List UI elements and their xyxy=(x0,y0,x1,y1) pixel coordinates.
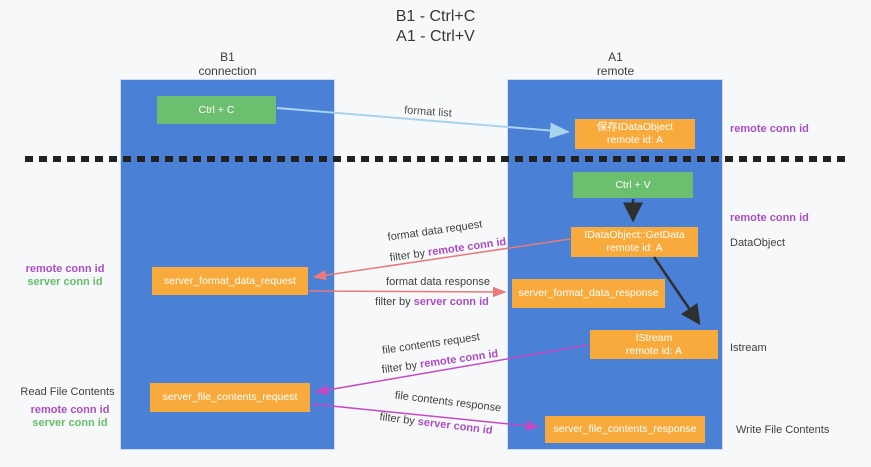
node-server-file-contents-request-label: server_file_contents_request xyxy=(162,391,298,403)
left-conn-id-block: remote conn id server conn id xyxy=(15,263,115,289)
right-mid-remote-conn-id-label: remote conn id xyxy=(730,212,809,224)
node-server-format-data-response-label: server_format_data_response xyxy=(518,287,659,299)
dataobject-label: DataObject xyxy=(730,237,786,249)
node-server-file-contents-response: server_file_contents_response xyxy=(545,416,705,443)
write-file-contents-label: Write File Contents xyxy=(736,424,830,436)
left-bottom-remote-conn-id-label: remote conn id xyxy=(30,404,110,416)
format-list-label: format list xyxy=(403,104,453,120)
node-server-file-contents-response-label: server_file_contents_response xyxy=(553,423,697,435)
node-istream: IStream remote id: A xyxy=(590,330,718,359)
node-istream-line2: remote id: A xyxy=(625,344,683,357)
istream-label: Istream xyxy=(730,342,767,354)
left-bottom-conn-id-block: remote conn id server conn id xyxy=(20,404,120,430)
node-istream-line1: IStream xyxy=(635,331,673,344)
filter-by-text: filter by xyxy=(381,358,421,377)
remote-conn-id-text: remote conn id xyxy=(427,235,507,259)
filter-by-text: filter by xyxy=(378,411,419,428)
node-save-dataobject-line2: remote id: A xyxy=(606,134,664,146)
node-getdata-line2: remote id: A xyxy=(606,242,663,254)
arrow-format-data-response xyxy=(308,286,507,298)
left-column-role: connection xyxy=(198,64,257,78)
phase-divider-dashed-line xyxy=(25,156,845,162)
node-server-format-data-response: server_format_data_response xyxy=(512,279,665,308)
node-save-dataobject: 保存IDataObject remote id: A xyxy=(575,119,695,149)
node-server-file-contents-request: server_file_contents_request xyxy=(150,383,310,412)
node-ctrl-c-label: Ctrl + C xyxy=(198,103,235,116)
filter-by-server-conn-id-label-1: filter by server conn id xyxy=(375,296,489,308)
filter-by-text: filter by xyxy=(389,246,429,265)
node-ctrl-v-label: Ctrl + V xyxy=(615,178,651,191)
title-line-2: A1 - Ctrl+V xyxy=(396,28,475,45)
server-conn-id-text: server conn id xyxy=(417,415,494,437)
node-getdata-line1: IDataObject::GetData xyxy=(584,229,685,241)
node-getdata: IDataObject::GetData remote id: A xyxy=(571,227,698,257)
remote-conn-id-text: remote conn id xyxy=(419,347,499,371)
left-column-name: B1 xyxy=(220,50,235,64)
node-server-format-data-request-label: server_format_data_request xyxy=(164,274,296,287)
right-column-name: A1 xyxy=(608,50,623,64)
node-save-dataobject-line1: 保存IDataObject xyxy=(596,121,674,133)
right-column-role: remote xyxy=(596,64,635,78)
left-bottom-server-conn-id-label: server conn id xyxy=(32,417,108,429)
left-server-conn-id-label: server conn id xyxy=(27,276,103,288)
right-column-header: A1 remote xyxy=(558,50,673,78)
format-data-response-label: format data response xyxy=(386,276,490,288)
read-file-contents-label: Read File Contents xyxy=(20,386,115,398)
left-remote-conn-id-label: remote conn id xyxy=(25,263,105,275)
left-column-header: B1 connection xyxy=(170,50,285,78)
server-conn-id-text: server conn id xyxy=(413,296,489,308)
title-line-1: B1 - Ctrl+C xyxy=(395,8,476,25)
right-top-remote-conn-id-label: remote conn id xyxy=(730,123,809,135)
filter-by-text: filter by xyxy=(375,296,414,308)
diagram-title: B1 - Ctrl+C A1 - Ctrl+V xyxy=(0,7,871,47)
format-data-request-label: format data request xyxy=(386,218,484,244)
node-ctrl-v: Ctrl + V xyxy=(573,172,693,198)
filter-by-server-conn-id-label-2: filter by server conn id xyxy=(379,411,493,437)
file-contents-response-label: file contents response xyxy=(394,389,502,415)
node-server-format-data-request: server_format_data_request xyxy=(152,267,308,295)
node-ctrl-c: Ctrl + C xyxy=(157,96,276,124)
